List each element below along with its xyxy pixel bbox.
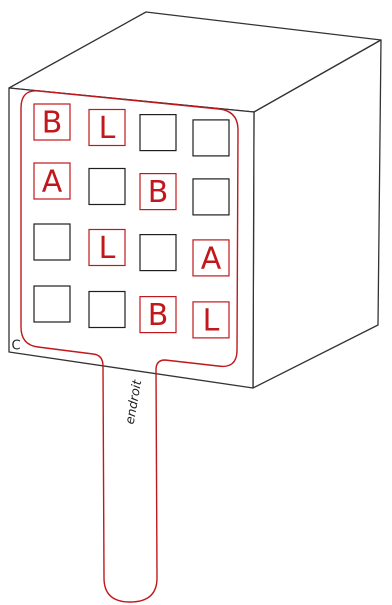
grid-letter-r3-c4: A <box>201 241 222 276</box>
grid-letter-r2-c3: B <box>148 175 169 210</box>
grid-letter-r3-c2: L <box>99 231 116 266</box>
grid-cell-r4-c1 <box>34 286 70 322</box>
grid-letter-r4-c4: L <box>203 303 220 338</box>
grid-cell-r3-c3 <box>140 235 176 271</box>
grid-letter-r4-c3: B <box>148 298 169 333</box>
grid-letter-r1-c1: B <box>42 106 63 141</box>
corner-mark: C <box>11 339 20 354</box>
handle-label: endroit <box>122 378 145 426</box>
grid-letter-r2-c1: A <box>42 165 63 200</box>
grid-cell-r1-c3 <box>140 115 176 151</box>
grid-cell-r3-c1 <box>34 224 70 260</box>
grid-letter-r1-c2: L <box>99 111 116 146</box>
grid-cell-r2-c4 <box>193 179 229 215</box>
grid-cell-r4-c2 <box>89 292 125 328</box>
grid-cell-r1-c4 <box>193 120 229 156</box>
grid-cell-r2-c2 <box>89 169 125 205</box>
